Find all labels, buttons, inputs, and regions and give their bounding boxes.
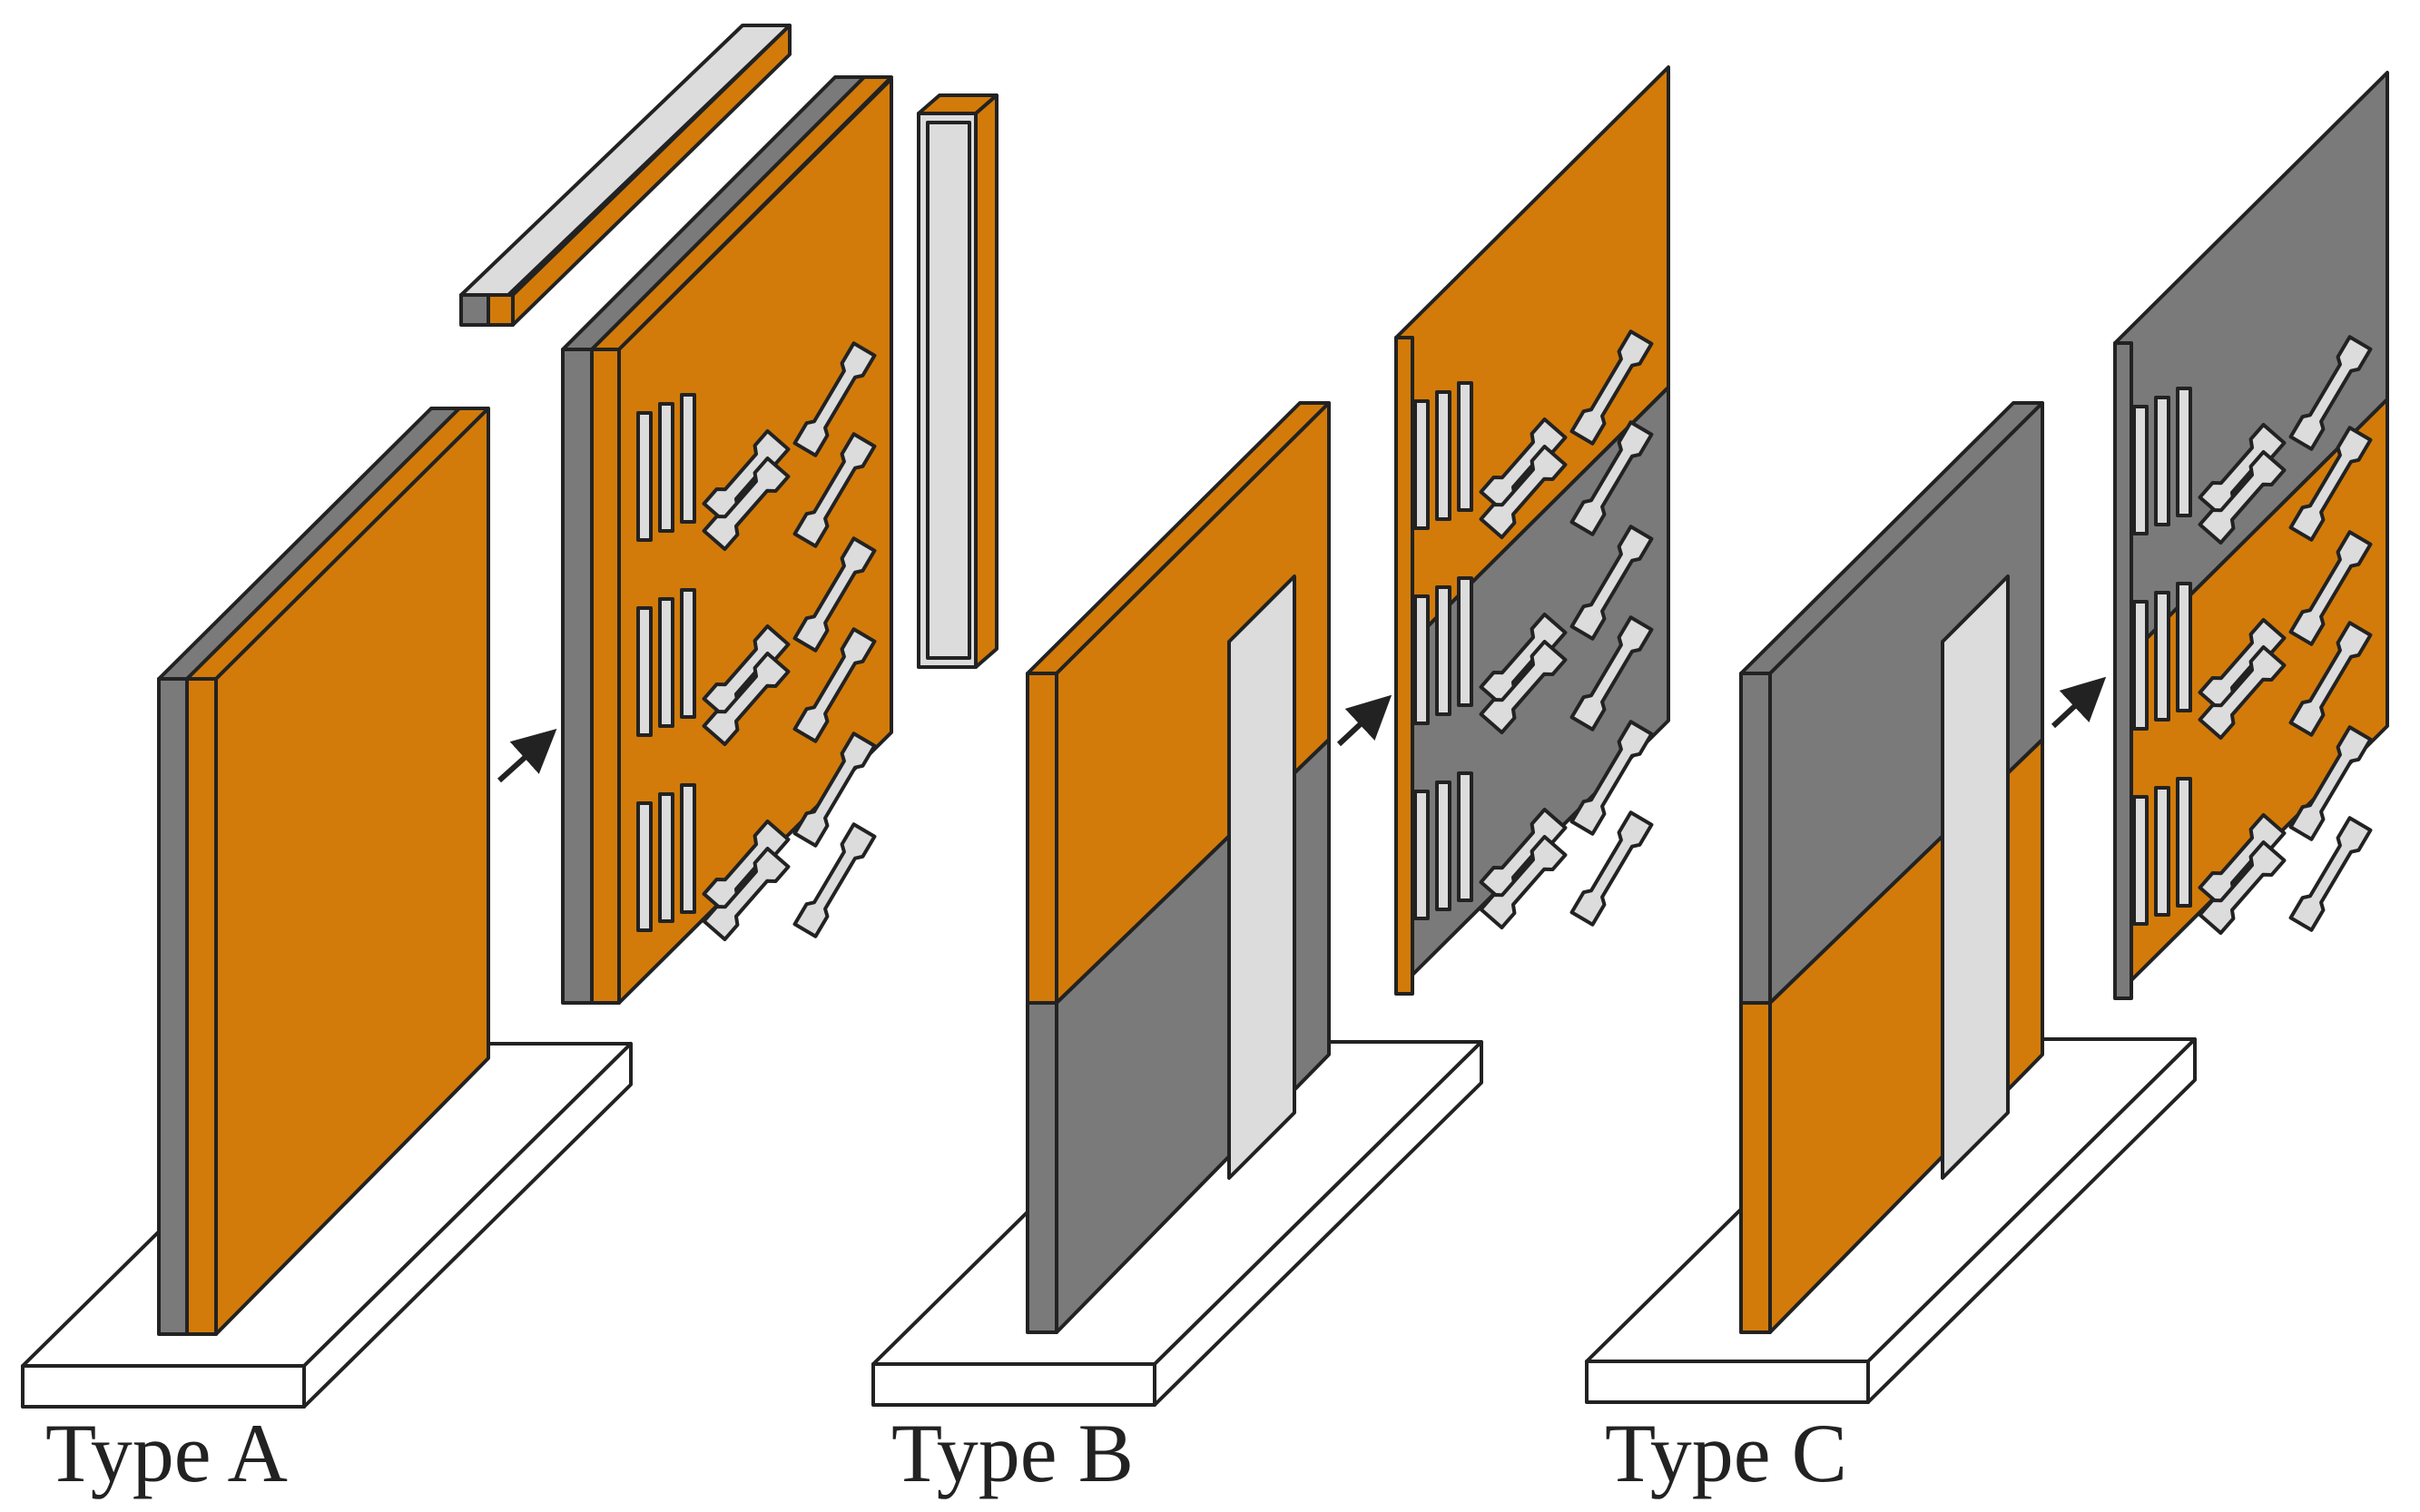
cut-bar-h-front-gray <box>459 293 490 327</box>
specimen-dogbone <box>792 341 877 457</box>
specimen-bar <box>1435 390 1451 521</box>
panel-b-edge-bottom <box>1026 1001 1058 1334</box>
specimen-dogbone <box>1569 615 1654 731</box>
specimen-bar <box>2132 795 2149 926</box>
cut-plate-a-gray-edge <box>561 348 594 1005</box>
specimen-dogbone <box>2288 816 2373 932</box>
specimen-dogbone <box>1569 720 1654 836</box>
specimen-bar <box>636 801 653 932</box>
specimen-bar <box>1457 771 1473 902</box>
cut-plate-a-face <box>617 77 893 1005</box>
cut-plate-a-orange-edge <box>590 348 621 1005</box>
specimen-dogbone <box>1569 810 1654 927</box>
type-b-label: Type B <box>891 1407 1134 1499</box>
type-a-label: Type A <box>45 1407 288 1499</box>
arrow-b <box>1336 694 1392 747</box>
specimen-dogbone <box>2288 725 2373 841</box>
specimen-dogbone <box>2288 335 2373 451</box>
panel-c-edge-bottom <box>1739 1001 1772 1334</box>
specimen-bar <box>2154 786 2170 917</box>
specimen-dogbone <box>2198 839 2287 936</box>
specimen-dogbone <box>1569 420 1654 536</box>
cut-plate-a-edge <box>561 75 893 1005</box>
specimen-bar <box>680 588 696 719</box>
specimen-bar <box>2176 777 2192 908</box>
cut-bar-v-inner <box>926 121 971 660</box>
specimen-dogbone <box>2288 426 2373 542</box>
specimen-bar <box>2154 591 2170 722</box>
scene: Type A Type B Type C <box>21 24 2389 1499</box>
specimen-dogbone <box>1479 444 1568 540</box>
panel-c-edge-top <box>1739 672 1772 1005</box>
base-plate-c-front <box>1585 1360 1870 1404</box>
specimen-bar <box>658 402 674 533</box>
arrow-c <box>2051 676 2107 729</box>
specimen-dogbone <box>2288 621 2373 737</box>
cut-plate-c-edge <box>2113 341 2133 1000</box>
specimen-dogbone <box>2288 530 2373 646</box>
arrow-a <box>497 728 557 783</box>
specimen-dogbone <box>1479 834 1568 930</box>
specimen-bar <box>2132 600 2149 731</box>
cut-plate-c <box>2113 71 2389 998</box>
specimen-bar <box>1435 781 1451 911</box>
specimen-dogbone <box>792 432 877 548</box>
cut-plate-b <box>1394 65 1670 993</box>
specimen-bar <box>658 792 674 923</box>
specimen-dogbone <box>792 822 877 938</box>
specimen-bar <box>1413 399 1430 530</box>
specimen-bar <box>680 783 696 914</box>
specimen-dogbone <box>702 456 791 552</box>
specimen-dogbone <box>792 731 877 848</box>
specimen-bar <box>636 411 653 542</box>
specimen-bar <box>2154 396 2170 526</box>
base-plate-a-front <box>21 1364 306 1409</box>
specimen-dogbone <box>2198 449 2287 545</box>
cut-bar-vertical <box>917 93 998 669</box>
specimen-bar <box>1457 381 1473 512</box>
specimen-dogbone <box>1479 639 1568 735</box>
specimen-dogbone <box>1569 329 1654 446</box>
specimen-dogbone <box>792 627 877 743</box>
specimen-bar <box>680 393 696 524</box>
specimen-bar <box>2176 582 2192 712</box>
base-plate-b-side <box>1153 1040 1483 1407</box>
cut-plate-a <box>617 77 893 1005</box>
specimen-bar <box>2176 387 2192 517</box>
specimen-bar <box>636 606 653 737</box>
specimen-bar <box>2132 405 2149 535</box>
specimen-dogbone <box>1569 525 1654 641</box>
cut-bar-horizontal <box>459 24 792 327</box>
base-plate-b-front <box>871 1362 1156 1407</box>
panel-b-edge-top <box>1026 672 1058 1005</box>
specimen-dogbone <box>702 651 791 747</box>
panel-c <box>1739 401 2044 1334</box>
specimen-bar <box>658 597 674 728</box>
panel-a-orange-edge <box>185 677 218 1336</box>
base-plate-a-side <box>302 1042 633 1409</box>
cut-bar-h-front-orange <box>487 293 515 327</box>
type-c-label: Type C <box>1605 1407 1847 1499</box>
panel-a-face <box>214 407 490 1336</box>
cut-bar-h-side <box>511 24 792 327</box>
specimen-bar <box>1413 790 1430 920</box>
cut-bar-v-side <box>974 93 998 669</box>
specimen-bar <box>1413 594 1430 725</box>
panel-b <box>1026 401 1331 1334</box>
panel-c-strip <box>1941 574 2010 1180</box>
specimen-dogbone <box>792 536 877 653</box>
specimen-dogbone <box>702 846 791 942</box>
panel-a <box>157 407 490 1336</box>
panel-b-strip <box>1227 574 1296 1180</box>
specimen-dogbone <box>2198 644 2287 741</box>
panel-a-gray-edge <box>157 677 189 1336</box>
specimen-bar <box>1457 576 1473 707</box>
base-plate-c-side <box>1866 1037 2197 1404</box>
specimen-bar <box>1435 585 1451 716</box>
cut-plate-b-edge <box>1394 336 1414 996</box>
